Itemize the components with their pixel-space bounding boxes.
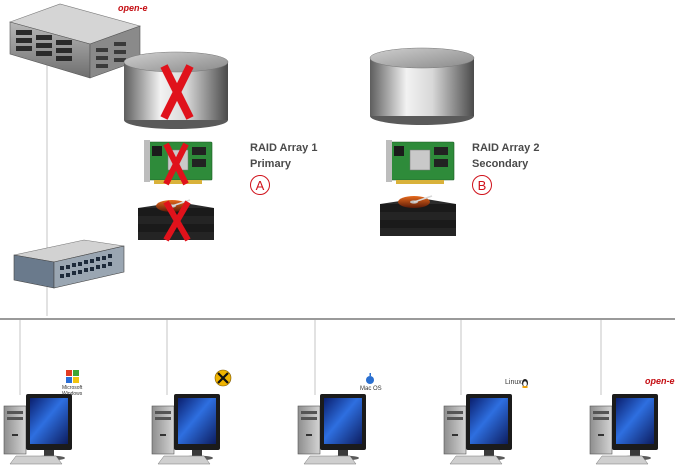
- raid-array-1-title: RAID Array 1: [250, 142, 318, 154]
- windows-os-label: Microsoft Windows: [62, 385, 83, 397]
- client-workstation-icon: [589, 393, 659, 465]
- raid-array-2-disks-icon: [379, 195, 457, 237]
- network-links: [0, 40, 675, 395]
- windows-logo-icon: [66, 370, 79, 383]
- raid-array-2-volume-icon: [369, 47, 475, 125]
- x-logo-icon: [214, 369, 232, 387]
- linux-penguin-icon: [522, 379, 528, 388]
- raid-array-2-controller-icon: [385, 139, 455, 185]
- raid-array-1-role: Primary: [250, 158, 291, 170]
- network-switch-icon: [13, 239, 125, 289]
- client-workstation-icon: [151, 393, 221, 465]
- mac-os-label: Mac OS: [360, 386, 382, 392]
- raid-array-2-badge: B: [472, 175, 492, 195]
- raid-array-2-role: Secondary: [472, 158, 529, 170]
- open-e-server-logo: open-e: [118, 3, 148, 13]
- failure-x-icon: [160, 64, 194, 120]
- open-e-client-logo: open-e: [645, 376, 675, 386]
- apple-logo-icon: [366, 373, 374, 384]
- raid-array-1-badge: A: [250, 175, 270, 195]
- linux-os-label: Linux: [505, 379, 522, 386]
- client-workstation-icon: [3, 393, 73, 465]
- failure-x-icon: [163, 142, 189, 186]
- client-workstation-icon: [297, 393, 367, 465]
- storage-server-icon: [9, 3, 141, 79]
- client-workstation-icon: [443, 393, 513, 465]
- failure-x-icon: [163, 200, 191, 242]
- raid-array-2-title: RAID Array 2: [472, 142, 540, 154]
